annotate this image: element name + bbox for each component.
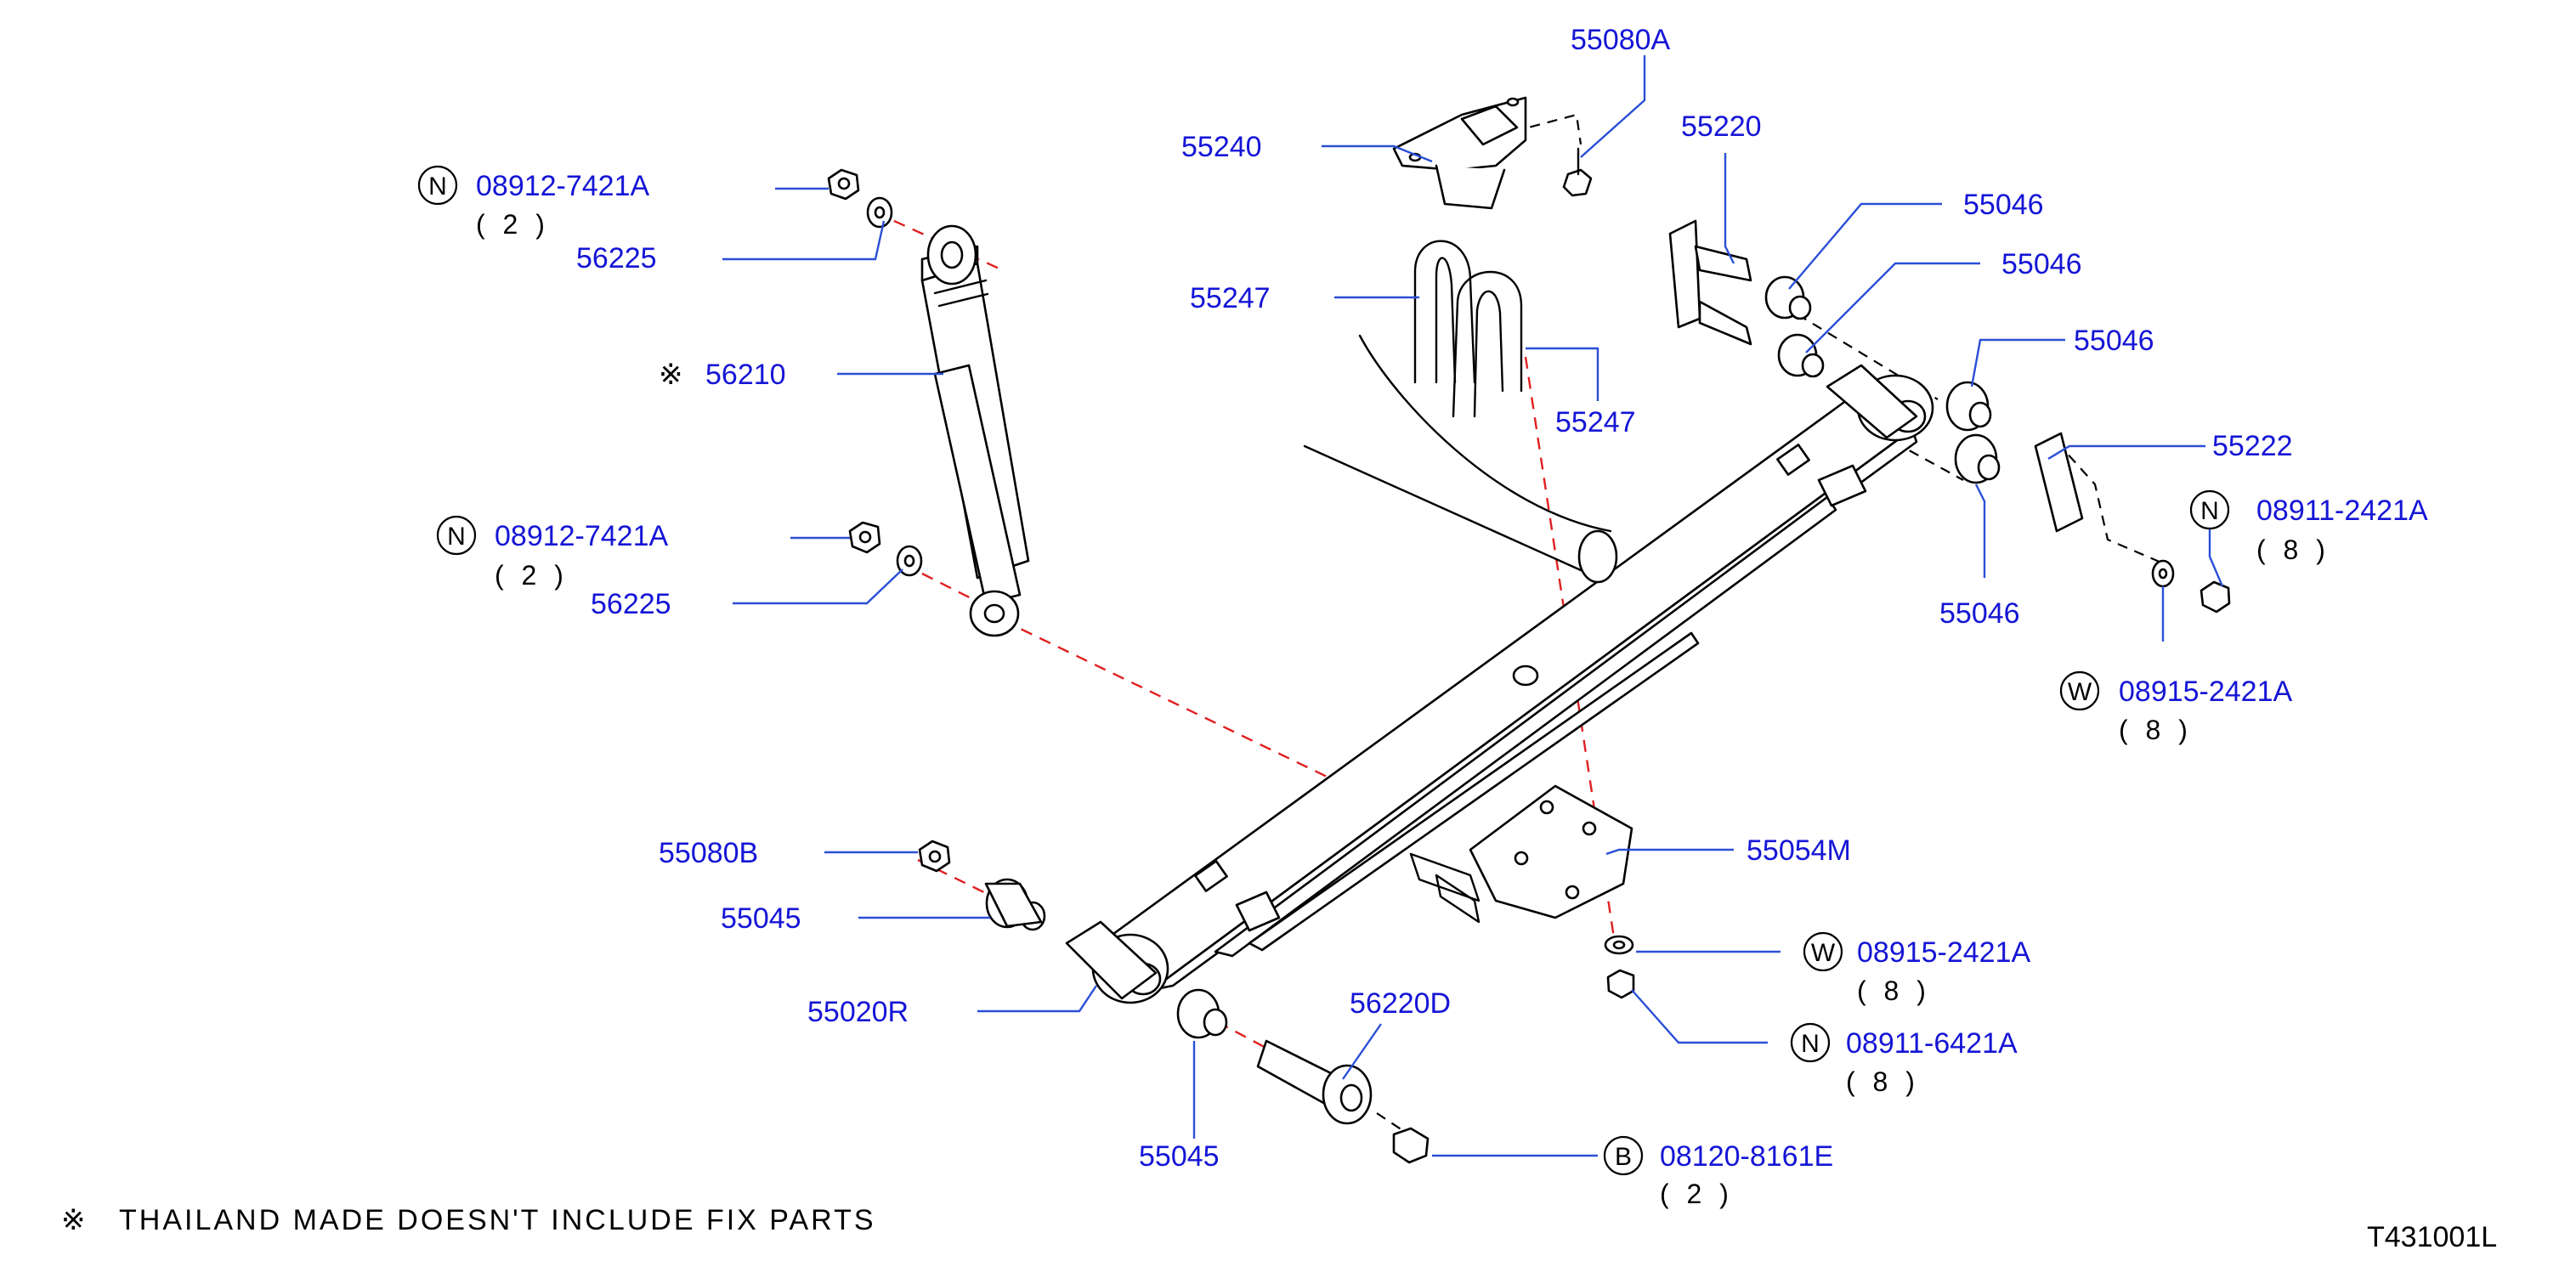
nut-symbol-08911-6421A: N [1790, 1022, 1831, 1063]
bolt-symbol-08120: B [1603, 1135, 1644, 1176]
qty-08911-2421A: ( 8 ) [2256, 534, 2330, 565]
part-label-08912-top[interactable]: 08912-7421A [476, 170, 650, 202]
washer-symbol-08915-a: W [2059, 670, 2100, 711]
shock-mount-hardware [827, 168, 923, 577]
footnote-reference-mark: ※ [61, 1204, 86, 1236]
svg-text:N: N [1801, 1030, 1820, 1058]
footer: ※ THAILAND MADE DOESN'T INCLUDE FIX PART… [61, 1204, 2497, 1253]
part-label-56225-mid[interactable]: 56225 [591, 588, 671, 620]
part-label-55046-c[interactable]: 55046 [2074, 325, 2154, 357]
qty-08911-6421A: ( 8 ) [1846, 1066, 1920, 1097]
part-label-56220D[interactable]: 56220D [1350, 987, 1451, 1020]
part-label-55247-b[interactable]: 55247 [1555, 406, 1636, 438]
part-label-55240[interactable]: 55240 [1181, 131, 1262, 163]
part-label-55222[interactable]: 55222 [2212, 430, 2293, 462]
diagram-code: T431001L [2367, 1221, 2497, 1253]
part-label-55247-a[interactable]: 55247 [1190, 282, 1271, 314]
qty-08915-2421A-a: ( 8 ) [2119, 715, 2193, 745]
reference-mark-56210: ※ [659, 359, 683, 391]
front-eye-hardware-drawing [918, 840, 1430, 1164]
footnote-text: THAILAND MADE DOESN'T INCLUDE FIX PARTS [119, 1204, 876, 1236]
leaf-spring-drawing [1065, 364, 1934, 1004]
svg-text:N: N [447, 523, 466, 551]
shackle-and-bushings-drawing [1668, 219, 2231, 614]
part-label-55046-a[interactable]: 55046 [1963, 189, 2044, 221]
part-label-56210[interactable]: 56210 [705, 359, 786, 391]
qty-08120-8161E: ( 2 ) [1660, 1179, 1734, 1209]
qty-08912-top: ( 2 ) [476, 209, 550, 240]
bump-stopper-drawing [1392, 96, 1593, 210]
part-label-08911-2421A[interactable]: 08911-2421A [2256, 495, 2428, 527]
nut-symbol-08911-2421A: N [2189, 489, 2230, 530]
part-label-55045-a[interactable]: 55045 [721, 902, 801, 935]
leader-lines [722, 55, 2224, 1157]
part-label-55020R[interactable]: 55020R [807, 996, 909, 1028]
part-label-55080A[interactable]: 55080A [1571, 24, 1671, 56]
shock-absorber-drawing [920, 224, 1030, 637]
part-label-55046-d[interactable]: 55046 [1939, 597, 2020, 630]
part-label-08912-mid[interactable]: 08912-7421A [495, 520, 669, 552]
part-label-55054M[interactable]: 55054M [1747, 834, 1851, 867]
part-label-08120-8161E[interactable]: 08120-8161E [1660, 1140, 1833, 1173]
svg-text:B: B [1615, 1143, 1632, 1171]
part-label-55046-b[interactable]: 55046 [2001, 248, 2082, 280]
part-label-08915-2421A-b[interactable]: 08915-2421A [1857, 936, 2031, 969]
nut-symbol-08912-top: N [417, 165, 458, 206]
svg-text:N: N [2200, 497, 2219, 525]
part-label-56225-top[interactable]: 56225 [576, 242, 657, 274]
washer-symbol-08915-b: W [1803, 931, 1843, 972]
qty-08912-mid: ( 2 ) [495, 560, 569, 591]
qty-08915-2421A-b: ( 8 ) [1857, 975, 1931, 1006]
part-label-55045-b[interactable]: 55045 [1139, 1140, 1220, 1173]
part-label-08915-2421A-a[interactable]: 08915-2421A [2119, 676, 2293, 708]
svg-text:W: W [1811, 939, 1836, 967]
part-labels: 55080A 55240 55220 55046 55046 55046 552… [476, 24, 2428, 1209]
part-label-55080B[interactable]: 55080B [659, 837, 758, 869]
nut-symbol-08912-mid: N [436, 515, 477, 556]
part-label-08911-6421A[interactable]: 08911-6421A [1846, 1027, 2018, 1060]
svg-text:W: W [2068, 678, 2092, 706]
axle-and-u-bolts-drawing [1303, 240, 1618, 584]
svg-text:N: N [428, 172, 447, 201]
part-label-55220[interactable]: 55220 [1681, 110, 1762, 143]
symbol-markers: N N N W W N B ※ [417, 165, 2230, 1176]
